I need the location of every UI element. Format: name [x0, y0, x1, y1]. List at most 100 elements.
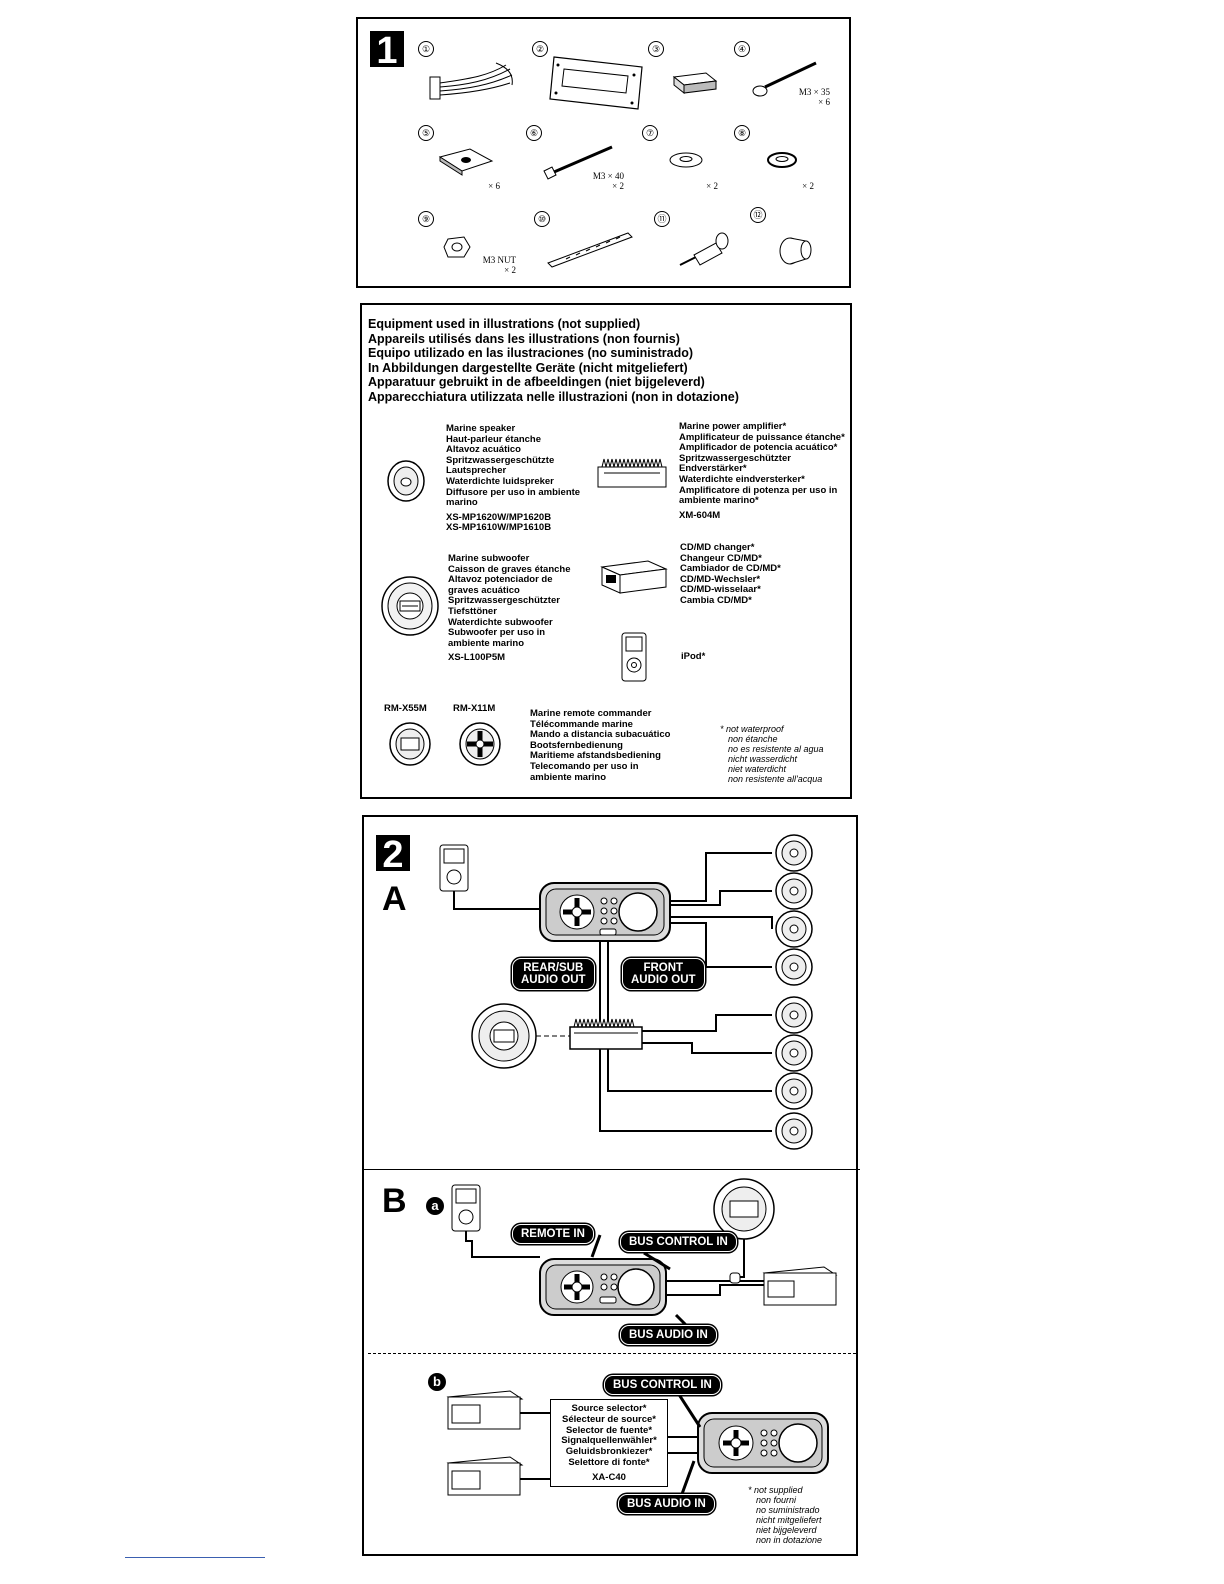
speaker-icon	[775, 834, 813, 872]
part-num-6: ⑥	[526, 125, 542, 141]
bus-control-in-label-a: BUS CONTROL IN	[620, 1232, 737, 1252]
speaker-icon	[775, 1112, 813, 1150]
amp-line: Spritzwassergeschützter	[679, 452, 791, 464]
speaker-line: Spritzwassergeschützte	[446, 454, 555, 466]
remote-x55m-icon	[389, 722, 431, 766]
amp-line: Endverstärker*	[679, 463, 747, 475]
part-num-5: ⑤	[418, 125, 434, 141]
note-line: non resistente all'acqua	[728, 774, 823, 784]
heading-en: Equipment used in illustrations (not sup…	[368, 317, 641, 331]
section-2-panel: 2 A	[362, 815, 860, 1556]
part-9-label: M3 NUT × 2	[482, 255, 516, 275]
sub-line: Subwoofer per uso in	[448, 627, 546, 639]
sub-line: graves acuático	[448, 584, 520, 596]
changer-line: CD/MD-wisselaar*	[680, 584, 761, 596]
part-num-4: ④	[734, 41, 750, 57]
note-line: niet waterdicht	[728, 764, 787, 774]
speaker-text: Marine speaker Haut-parleur étanche Alta…	[446, 423, 581, 534]
strap-icon	[547, 232, 633, 268]
source-selector-box: Source selector* Sélecteur de source* Se…	[550, 1399, 668, 1487]
part-a-letter: A	[382, 880, 407, 918]
source-line: Geluidsbronkiezer*	[565, 1446, 653, 1458]
speaker-model: XS-MP1620W/MP1620B	[446, 511, 552, 523]
remote-line: ambiente marino	[530, 771, 607, 783]
amp-line: Amplificateur de puissance étanche*	[679, 431, 845, 443]
part-num-10: ⑩	[534, 211, 550, 227]
cap-icon	[779, 237, 812, 265]
equipment-panel: Equipment used in illustrations (not sup…	[360, 303, 852, 799]
remote-line: Télécommande marine	[530, 718, 633, 730]
section-divider	[364, 1169, 860, 1170]
source-model: XA-C40	[592, 1471, 626, 1483]
speaker-icon	[775, 1072, 813, 1110]
front-out-line-1: FRONT	[643, 962, 684, 974]
sub-line: Marine subwoofer	[448, 553, 530, 564]
source-line: Selettore di fonte*	[568, 1456, 650, 1468]
changer-line: CD/MD changer*	[680, 542, 755, 553]
equipment-heading: Equipment used in illustrations (not sup…	[368, 317, 739, 405]
remote-line: Telecomando per uso in	[530, 760, 639, 772]
speakers-column-a	[775, 834, 813, 1150]
part-b-letter: B	[382, 1182, 407, 1220]
part-num-9: ⑨	[418, 211, 434, 227]
amplifier-text: Marine power amplifier* Amplificateur de…	[679, 421, 845, 521]
speaker-line: marino	[446, 497, 478, 509]
clip-icon	[438, 148, 494, 176]
speaker-icon	[775, 996, 813, 1034]
sub-model: XS-L100P5M	[448, 652, 506, 664]
speaker-icon	[775, 1034, 813, 1072]
source-line: Source selector*	[571, 1403, 647, 1414]
power-amplifier-icon	[597, 458, 667, 488]
remote-in-label: REMOTE IN	[512, 1224, 594, 1244]
rear-out-line-1: REAR/SUB	[523, 962, 584, 974]
amp-line: Amplificador de potencia acuático*	[679, 442, 838, 454]
mounting-plate-icon	[549, 56, 643, 110]
note2-line: non fourni	[756, 1495, 797, 1505]
part-7-label: × 2	[706, 181, 718, 191]
note2-line: * not supplied	[748, 1485, 803, 1495]
heading-it: Apparecchiatura utilizzata nelle illustr…	[368, 389, 739, 404]
speaker-line: Altavoz acuático	[446, 444, 521, 456]
pad-icon	[672, 72, 718, 95]
marine-subwoofer-icon	[381, 576, 439, 636]
nut-icon	[443, 236, 471, 258]
rear-sub-audio-out-label: REAR/SUB AUDIO OUT	[512, 958, 595, 990]
part-4-label: M3 × 35 × 6	[798, 87, 830, 107]
changer-line: Cambiador de CD/MD*	[680, 563, 781, 575]
speaker-line: Marine speaker	[446, 423, 516, 434]
ipod-icon	[621, 632, 647, 682]
remote-line: Marine remote commander	[530, 708, 652, 719]
sub-line: Waterdichte subwoofer	[448, 616, 553, 628]
sub-line: Caisson de graves étanche	[448, 563, 571, 575]
heading-fr: Appareils utilisés dans les illustration…	[368, 331, 680, 346]
amp-line: Marine power amplifier*	[679, 421, 787, 432]
remote-model-x55m: RM-X55M	[384, 703, 427, 714]
note2-line: niet bijgeleverd	[756, 1525, 817, 1535]
part-num-1: ①	[418, 41, 434, 57]
amp-line: ambiente marino*	[679, 495, 759, 507]
changer-line: Changeur CD/MD*	[680, 552, 762, 564]
bus-control-in-label-b: BUS CONTROL IN	[604, 1375, 721, 1395]
heading-nl: Apparatuur gebruikt in de afbeeldingen (…	[368, 375, 705, 390]
speaker-icon	[775, 872, 813, 910]
bus-audio-in-label-b: BUS AUDIO IN	[618, 1494, 715, 1514]
speaker-line: Haut-parleur étanche	[446, 433, 542, 445]
front-audio-out-label: FRONT AUDIO OUT	[622, 958, 705, 990]
changer-line: CD/MD-Wechsler*	[680, 573, 761, 585]
remote-text: Marine remote commander Télécommande mar…	[530, 708, 670, 783]
rear-out-line-2: AUDIO OUT	[521, 974, 586, 986]
part-num-2: ②	[532, 41, 548, 57]
speaker-icon	[775, 910, 813, 948]
subwoofer-text: Marine subwoofer Caisson de graves étanc…	[448, 553, 571, 664]
speaker-line: Lautsprecher	[446, 465, 507, 477]
amp-line: Amplificatore di potenza per uso in	[679, 484, 838, 496]
wiring-diagram-a	[439, 844, 773, 1132]
part-5-label: × 6	[488, 181, 500, 191]
washer-icon	[669, 152, 703, 168]
wire-harness-icon	[429, 62, 513, 100]
heading-de: In Abbildungen dargestellte Geräte (nich…	[368, 360, 688, 375]
speaker-line: Diffusore per uso in ambiente	[446, 486, 581, 498]
amp-model: XM-604M	[679, 509, 721, 521]
wiring-diagram-ba	[451, 1178, 838, 1335]
part-num-12: ⑫	[750, 207, 766, 223]
